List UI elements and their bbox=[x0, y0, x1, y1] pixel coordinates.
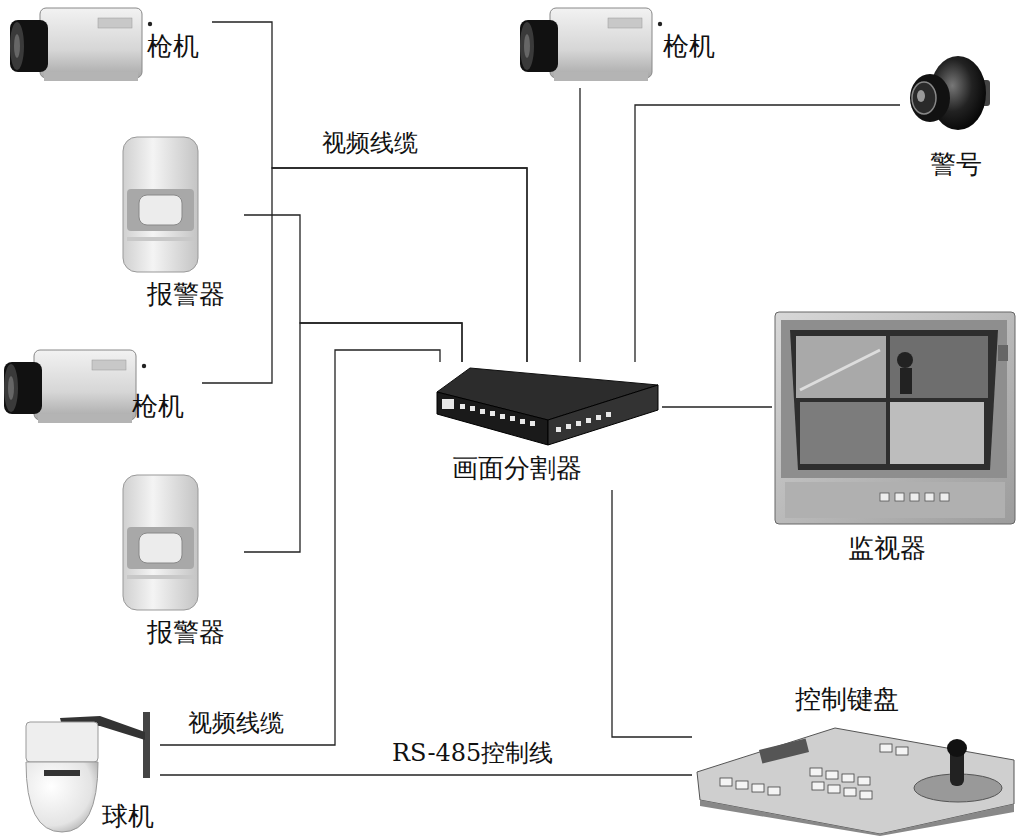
device-node: 枪机 bbox=[518, 0, 730, 88]
device-label: 警号 bbox=[930, 148, 982, 180]
device-node: 报警器 bbox=[118, 132, 244, 314]
device-label: 控制键盘 bbox=[795, 683, 899, 715]
cable-label: 视频线缆 bbox=[186, 708, 286, 738]
device-label: 画面分割器 bbox=[452, 452, 582, 484]
device-label: 枪机 bbox=[147, 30, 199, 62]
device-label: 报警器 bbox=[147, 278, 225, 310]
device-label: 枪机 bbox=[663, 30, 715, 62]
device-label: 枪机 bbox=[132, 390, 184, 422]
device-node: 控制键盘 bbox=[692, 680, 1016, 835]
cable-line bbox=[612, 490, 692, 737]
device-node: 球机 bbox=[15, 710, 160, 836]
cable-line bbox=[579, 88, 580, 362]
cable-line bbox=[160, 350, 440, 745]
cable-line bbox=[244, 323, 462, 552]
device-node: 警号 bbox=[900, 52, 995, 187]
device-label: 报警器 bbox=[147, 616, 225, 648]
device-node: 监视器 bbox=[772, 308, 1016, 570]
device-label: 球机 bbox=[102, 800, 154, 832]
device-node: 枪机 bbox=[8, 0, 212, 88]
device-node: 报警器 bbox=[118, 472, 244, 654]
cable-line bbox=[202, 168, 527, 383]
device-node: 枪机 bbox=[2, 328, 202, 443]
cable-label: RS-485控制线 bbox=[390, 738, 555, 768]
cable-line bbox=[662, 406, 772, 407]
device-label: 监视器 bbox=[848, 532, 926, 564]
cable-line bbox=[160, 774, 692, 775]
cable-line bbox=[212, 22, 527, 362]
cable-line bbox=[635, 105, 900, 362]
cable-line bbox=[244, 215, 462, 362]
device-node: 画面分割器 bbox=[432, 362, 662, 490]
cable-label: 视频线缆 bbox=[320, 128, 420, 158]
